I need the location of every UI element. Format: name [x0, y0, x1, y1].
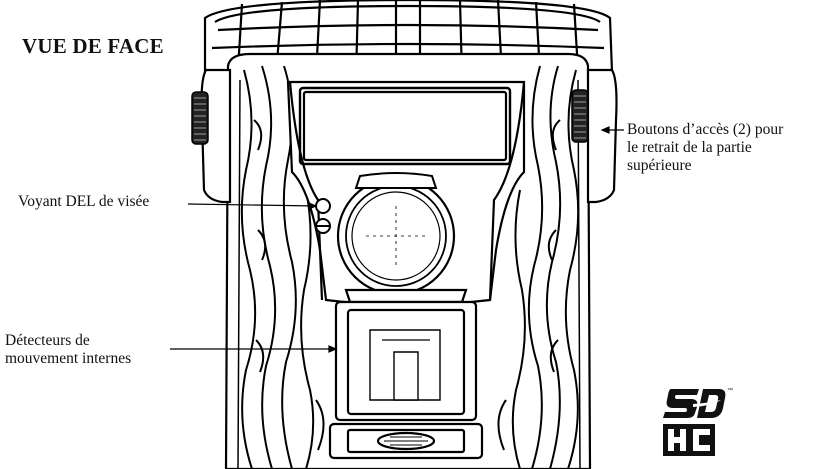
svg-text:™: ™ — [727, 387, 733, 394]
aim-led — [315, 198, 331, 214]
motion-sensor-housing — [334, 288, 478, 422]
camera-lens — [336, 172, 456, 296]
secondary-indicator — [315, 218, 331, 234]
sdhc-logo: ™ — [663, 387, 733, 456]
bottom-latch — [328, 422, 484, 460]
callout-led-label: Voyant DEL de visée — [18, 193, 150, 210]
display-window — [298, 86, 512, 166]
callout-motion-detectors-label: Détecteurs de mouvement internes — [5, 332, 132, 367]
page-title: VUE DE FACE — [22, 34, 164, 58]
access-button-left — [191, 91, 209, 145]
callout-leaders — [170, 126, 624, 353]
callout-access-buttons-label: Boutons d’accès (2) pour le retrait de l… — [627, 121, 784, 174]
access-button-right — [571, 89, 589, 143]
